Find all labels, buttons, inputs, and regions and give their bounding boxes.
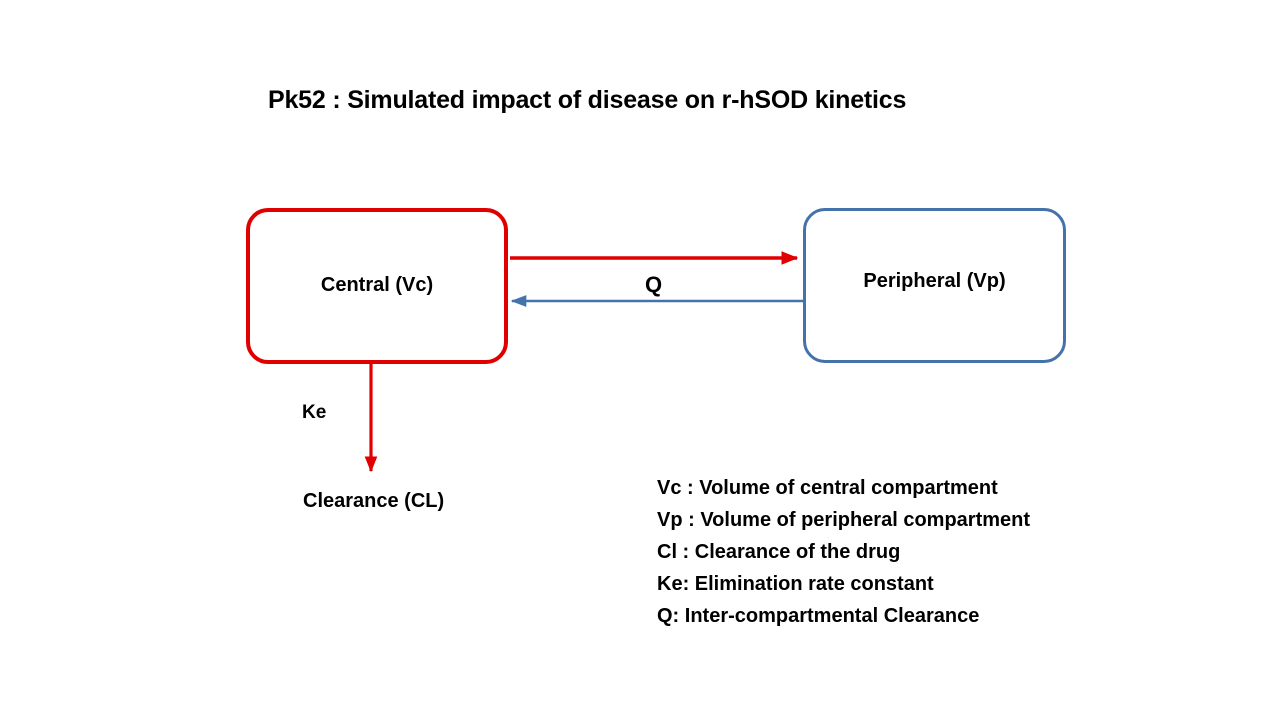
legend-line: Vc : Volume of central compartment — [657, 477, 998, 499]
legend-line: Ke: Elimination rate constant — [657, 573, 934, 595]
elimination-rate-label: Ke — [302, 402, 327, 423]
compartment-peripheral[interactable]: Peripheral (Vp) — [803, 208, 1066, 363]
clearance-label: Clearance (CL) — [303, 490, 445, 512]
compartment-central-label: Central (Vc) — [320, 273, 434, 296]
inter-compartment-clearance-label: Q — [645, 272, 663, 297]
compartment-central[interactable]: Central (Vc) — [246, 208, 508, 364]
legend-line: Vp : Volume of peripheral compartment — [657, 509, 1031, 531]
legend: Vc : Volume of central compartment Vp : … — [657, 472, 1127, 632]
page-title: Pk52 : Simulated impact of disease on r-… — [268, 86, 907, 114]
legend-line: Q: Inter-compartmental Clearance — [657, 605, 980, 627]
legend-line: Cl : Clearance of the drug — [657, 541, 901, 563]
compartment-peripheral-label: Peripheral (Vp) — [863, 270, 1006, 292]
